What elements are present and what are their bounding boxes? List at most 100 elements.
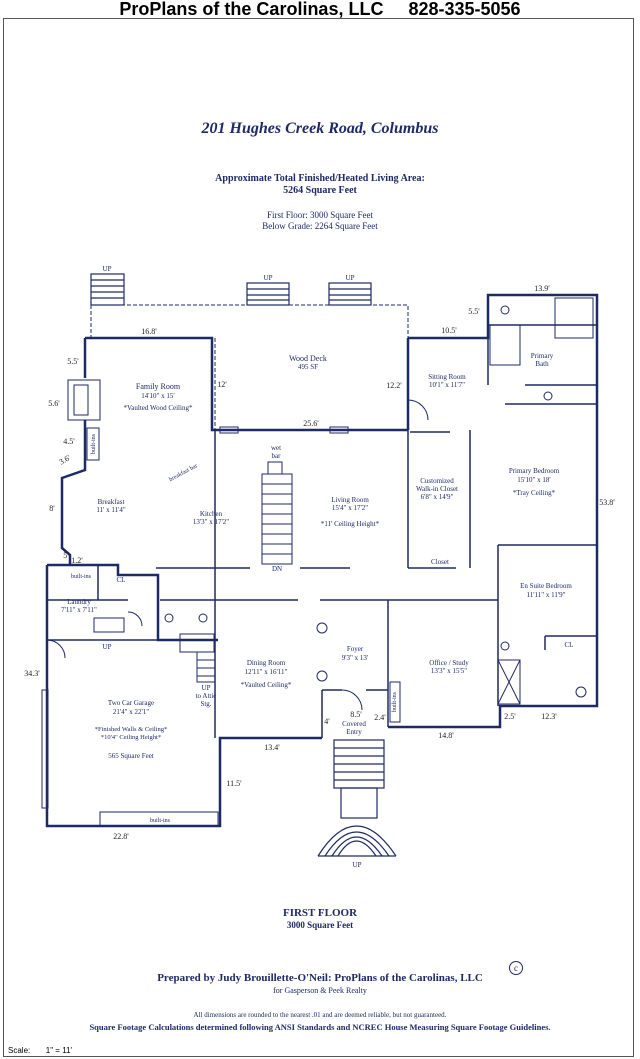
dim-2-4: 2.4' — [374, 713, 386, 722]
closet-label: Closet — [431, 558, 449, 566]
walk-in-closet-size: 6'8" x 14'9" — [421, 493, 454, 501]
primary-bedroom-size: 15'10" x 18' — [517, 476, 550, 484]
dim-12-2: 12.2' — [386, 381, 402, 390]
primary-bath-name-1: Primary — [531, 352, 554, 360]
exterior-walls — [45, 293, 599, 828]
header: ProPlans of the Carolinas, LLC 828-335-5… — [0, 0, 640, 18]
living-room-size: 15'4" x 17'2" — [332, 504, 368, 512]
primary-bedroom-name: Primary Bedroom — [509, 467, 560, 475]
walk-in-closet-line-1: Customized — [420, 477, 454, 485]
covered-entry-line-2: Entry — [346, 728, 362, 736]
dining-room-size: 12'11" x 16'11" — [245, 668, 288, 676]
dim-10-5: 10.5' — [441, 326, 457, 335]
total-area-value: 5264 Square Feet — [283, 185, 357, 196]
living-room-name: Living Room — [331, 496, 369, 504]
doors-windows — [41, 297, 594, 827]
below-grade-area: Below Grade: 2264 Square Feet — [262, 221, 378, 231]
dim-12: 12' — [217, 380, 227, 389]
dim-8: 8' — [49, 504, 55, 513]
breakfast-name: Breakfast — [98, 498, 125, 506]
scale-label: Scale: — [8, 1046, 31, 1055]
dim-11-5: 11.5' — [226, 779, 242, 788]
dim-34-3: 34.3' — [24, 669, 40, 678]
total-area-label: Approximate Total Finished/Heated Living… — [215, 173, 425, 184]
floor-title: FIRST FLOOR — [282, 907, 358, 919]
kitchen-name: Kitchen — [200, 510, 223, 518]
closet-en-suite: CL — [565, 641, 574, 649]
copyright-symbol: c — [509, 961, 523, 975]
dim-5-5-left: 5.5' — [67, 357, 79, 366]
dim-2-5: 2.5' — [504, 712, 516, 721]
wood-deck-size: 495 SF — [298, 363, 318, 371]
company-phone: 828-335-5056 — [408, 0, 521, 19]
dim-4: 4' — [324, 717, 330, 726]
built-ins-family: built-ins — [91, 433, 97, 454]
dim-5: 5' — [63, 551, 69, 560]
family-room-note: *Vaulted Wood Ceiling* — [124, 404, 193, 412]
garage-name: Two Car Garage — [108, 699, 154, 707]
dim-16-8: 16.8' — [141, 327, 157, 336]
interior-walls — [47, 324, 597, 738]
garage-note-1: *Finished Walls & Ceiling* — [95, 726, 167, 733]
dim-13-9: 13.9' — [534, 284, 550, 293]
dim-14-8: 14.8' — [438, 731, 454, 740]
garage-size: 21'4" x 22'1" — [113, 708, 149, 716]
primary-bedroom-note: *Tray Ceiling* — [513, 489, 556, 497]
wet-bar-line-1: wet — [271, 444, 281, 452]
dim-5-6: 5.6' — [48, 399, 60, 408]
stair-up-1: UP — [103, 265, 112, 273]
primary-bath-name-2: Bath — [535, 360, 549, 368]
attic-up-2: to Attic — [196, 692, 217, 700]
scale-note: Scale: 1" = 11' — [8, 1046, 72, 1055]
disclaimer: All dimensions are rounded to the neares… — [193, 1011, 447, 1019]
dimension-labels: 16.8' 5.5' 5.6' 4.5' 3.6' 8' 5' 1.2' 12'… — [24, 284, 615, 841]
en-suite-size: 11'11" x 11'9" — [527, 591, 566, 599]
stair-down: DN — [272, 565, 282, 573]
wood-deck-name: Wood Deck — [289, 354, 327, 363]
attic-up-3: Stg. — [200, 700, 211, 708]
dim-1-2: 1.2' — [71, 556, 83, 565]
attic-up-1: UP — [202, 684, 211, 692]
stair-up-laundry: UP — [103, 643, 112, 651]
front-steps — [317, 739, 397, 857]
ansi-statement: Square Footage Calculations determined f… — [89, 1022, 551, 1032]
closet-laundry: CL — [117, 576, 126, 584]
laundry-name: Laundry — [67, 598, 91, 606]
stair-up-2: UP — [264, 274, 273, 282]
property-address: 201 Hughes Creek Road, Columbus — [201, 120, 439, 137]
built-ins-office: built-ins — [392, 691, 398, 712]
dim-8-5: 8.5' — [350, 710, 362, 719]
floor-sqft: 3000 Square Feet — [286, 920, 354, 930]
built-ins-garage: built-ins — [150, 818, 171, 824]
sheet-border — [3, 18, 634, 1057]
en-suite-name: En Suite Bedroom — [520, 582, 572, 590]
built-ins-laundry: built-ins — [71, 574, 92, 580]
prepared-for: for Gasperson & Peek Realty — [273, 986, 367, 995]
foyer-name: Foyer — [347, 645, 364, 653]
prepared-by: Prepared by Judy Brouillette-O'Neil: Pro… — [157, 972, 483, 984]
dim-3-6: 3.6' — [58, 453, 73, 467]
laundry-size: 7'11" x 7'11" — [61, 606, 97, 614]
dim-12-3: 12.3' — [541, 712, 557, 721]
covered-entry-line-1: Covered — [342, 720, 366, 728]
scale-value: 1" = 11' — [45, 1046, 73, 1055]
dim-25-6: 25.6' — [303, 419, 319, 428]
garage-sqft: 565 Square Feet — [108, 752, 154, 760]
family-room-size: 14'10" x 15' — [141, 392, 174, 400]
dim-53-8: 53.8' — [599, 498, 615, 507]
stair-up-3: UP — [346, 274, 355, 282]
stair-up-front: UP — [353, 861, 362, 869]
garage-note-2: *10'4" Ceiling Height* — [101, 734, 161, 741]
foyer-size: 9'3" x 13' — [342, 654, 368, 662]
sitting-room-name: Sitting Room — [428, 373, 466, 381]
dim-22-8: 22.8' — [113, 832, 129, 841]
first-floor-area: First Floor: 3000 Square Feet — [267, 210, 373, 220]
breakfast-bar-label: breakfast bar — [168, 462, 199, 483]
dining-room-name: Dining Room — [247, 659, 286, 667]
deck-stairs — [90, 273, 372, 306]
family-room-name: Family Room — [136, 382, 181, 391]
wet-bar-line-2: bar — [272, 452, 282, 460]
breakfast-size: 11' x 11'4" — [96, 506, 126, 514]
